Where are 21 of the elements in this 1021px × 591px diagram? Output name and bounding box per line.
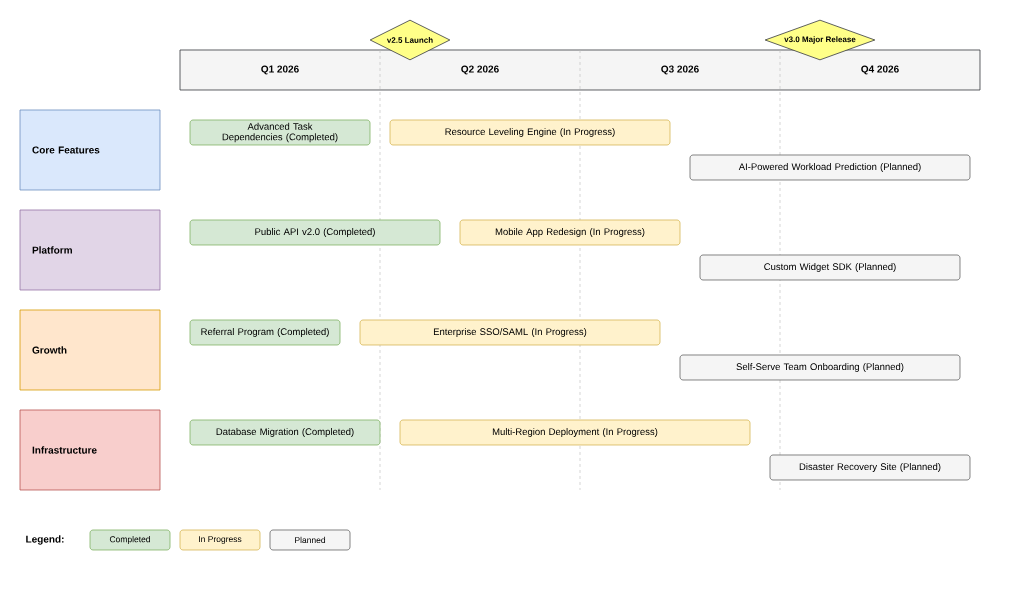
legend-title: Legend: [26, 535, 64, 545]
quarter-label: Q4 2026 [861, 65, 899, 75]
task-bar: Enterprise SSO/SAML (In Progress) [359, 319, 661, 346]
task-bar: Custom Widget SDK (Planned) [699, 254, 961, 281]
lane-box: Infrastructure [19, 409, 161, 491]
task-bar: Resource Leveling Engine (In Progress) [389, 119, 671, 146]
task-bar: Disaster Recovery Site (Planned) [769, 454, 971, 481]
quarter-label: Q2 2026 [461, 65, 499, 75]
task-bar: Self-Serve Team Onboarding (Planned) [679, 354, 961, 381]
task-bar: AI-Powered Workload Prediction (Planned) [689, 154, 971, 181]
task-bar: Referral Program (Completed) [189, 319, 341, 346]
task-bar: Advanced Task Dependencies (Completed) [189, 119, 371, 146]
lane-box: Platform [19, 209, 161, 291]
task-bar: Public API v2.0 (Completed) [189, 219, 441, 246]
task-bar: Database Migration (Completed) [189, 419, 381, 446]
lane-box: Core Features [19, 109, 161, 191]
quarter-label: Q1 2026 [261, 65, 299, 75]
quarter-label: Q3 2026 [661, 65, 699, 75]
task-bar: Multi-Region Deployment (In Progress) [399, 419, 751, 446]
task-bar: Mobile App Redesign (In Progress) [459, 219, 681, 246]
lane-box: Growth [19, 309, 161, 391]
